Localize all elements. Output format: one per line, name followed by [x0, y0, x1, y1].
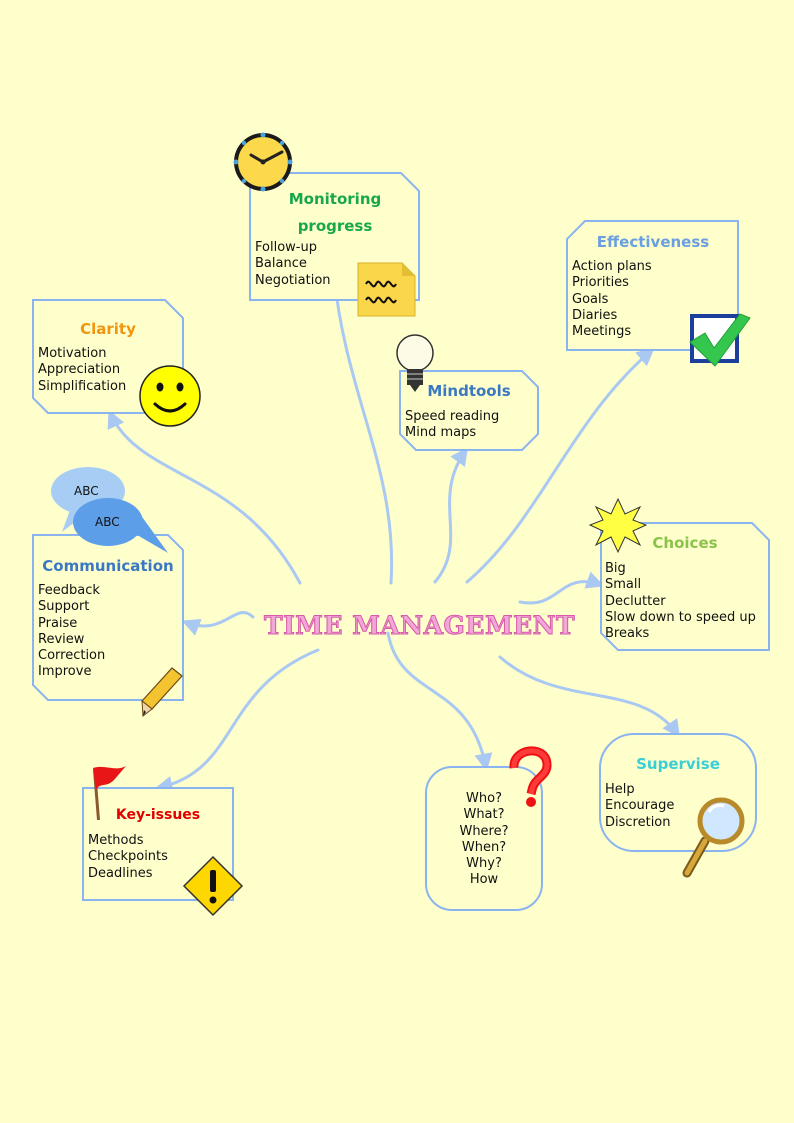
list-item: Negotiation	[255, 273, 331, 289]
list-item: Goals	[572, 292, 652, 308]
speech-bubble-text-2: ABC	[95, 514, 120, 530]
connector-monitoring	[334, 274, 392, 583]
list-item: When?	[436, 840, 532, 856]
node-clarity-title: Clarity	[48, 320, 168, 338]
list-item: How	[436, 872, 532, 888]
checkbox-icon	[690, 314, 750, 366]
node-monitoring-items: Follow-up Balance Negotiation	[255, 240, 331, 289]
node-keyissues-items: Methods Checkpoints Deadlines	[88, 833, 168, 882]
list-item: Where?	[436, 824, 532, 840]
list-item: Meetings	[572, 324, 652, 340]
list-item: Declutter	[605, 594, 756, 610]
list-item: What?	[436, 807, 532, 823]
node-supervise-items: Help Encourage Discretion	[605, 782, 674, 831]
connector-communication	[185, 613, 253, 627]
list-item: Methods	[88, 833, 168, 849]
list-item: Encourage	[605, 798, 674, 814]
list-item: Who?	[436, 791, 532, 807]
node-choices-items: Big Small Declutter Slow down to speed u…	[605, 561, 756, 642]
node-monitoring-title-line2: progress	[270, 213, 400, 240]
list-item: Diaries	[572, 308, 652, 324]
list-item: Appreciation	[38, 362, 126, 378]
node-mindtools-title: Mindtools	[424, 382, 514, 400]
list-item: Help	[605, 782, 674, 798]
list-item: Checkpoints	[88, 849, 168, 865]
list-item: Correction	[38, 648, 105, 664]
list-item: Praise	[38, 616, 105, 632]
list-item: Priorities	[572, 275, 652, 291]
list-item: Follow-up	[255, 240, 331, 256]
node-clarity-items: Motivation Appreciation Simplification	[38, 346, 126, 395]
starburst-icon	[590, 499, 646, 552]
list-item: Big	[605, 561, 756, 577]
list-item: Simplification	[38, 379, 126, 395]
list-item: Support	[38, 599, 105, 615]
sticky-note-icon	[358, 263, 415, 316]
list-item: Why?	[436, 856, 532, 872]
node-choices-title: Choices	[640, 534, 730, 552]
list-item: Small	[605, 577, 756, 593]
connector-mindtools	[435, 450, 466, 582]
list-item: Feedback	[38, 583, 105, 599]
list-item: Deadlines	[88, 866, 168, 882]
connector-supervise	[500, 657, 678, 735]
node-monitoring-title: Monitoring progress	[270, 186, 400, 240]
connector-choices	[520, 582, 601, 603]
node-mindtools-items: Speed reading Mind maps	[405, 409, 499, 442]
node-effectiveness-title: Effectiveness	[572, 233, 734, 251]
node-communication-items: Feedback Support Praise Review Correctio…	[38, 583, 105, 681]
list-item: Discretion	[605, 815, 674, 831]
node-questions-items: Who? What? Where? When? Why? How	[436, 791, 532, 889]
list-item: Improve	[38, 664, 105, 680]
list-item: Balance	[255, 256, 331, 272]
list-item: Review	[38, 632, 105, 648]
list-item: Action plans	[572, 259, 652, 275]
node-effectiveness-items: Action plans Priorities Goals Diaries Me…	[572, 259, 652, 340]
list-item: Breaks	[605, 626, 756, 642]
list-item: Motivation	[38, 346, 126, 362]
list-item: Mind maps	[405, 425, 499, 441]
speech-bubble-text-1: ABC	[74, 483, 99, 499]
list-item: Speed reading	[405, 409, 499, 425]
node-monitoring-title-line1: Monitoring	[270, 186, 400, 213]
smiley-icon	[140, 366, 200, 426]
central-topic[interactable]: TIME MANAGEMENT	[264, 611, 575, 640]
node-communication-title: Communication	[38, 557, 178, 575]
connector-questions	[388, 633, 486, 768]
node-keyissues-title: Key-issues	[110, 807, 206, 823]
list-item: Slow down to speed up	[605, 610, 756, 626]
node-supervise-title: Supervise	[625, 755, 731, 773]
